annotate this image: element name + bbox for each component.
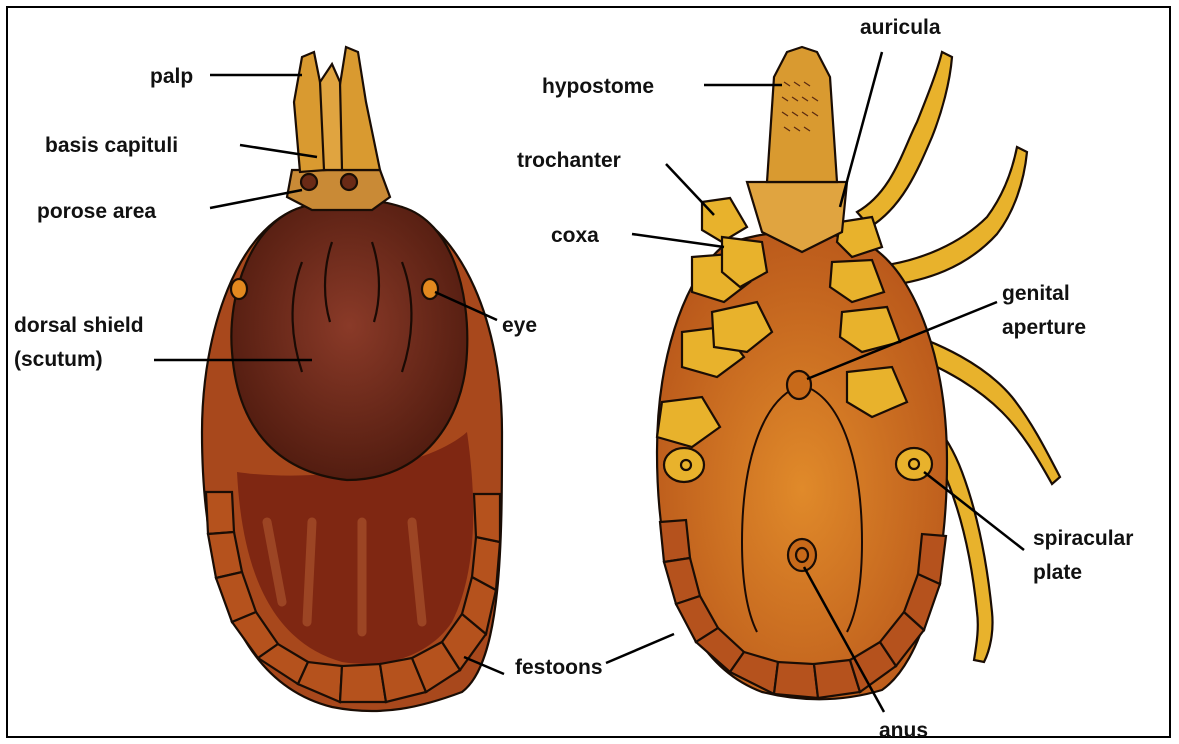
label-palp: palp (150, 65, 193, 88)
spiracular-plate-left (664, 448, 704, 482)
tick-anatomy-diagram: palp basis capituli porose area dorsal s… (8, 8, 1173, 740)
leader-trochanter (666, 164, 714, 215)
label-trochanter: trochanter (517, 149, 621, 172)
hypostome (767, 47, 837, 182)
label-basis-capituli: basis capituli (45, 134, 178, 157)
label-aperture: aperture (1002, 316, 1086, 339)
porose-area-left (301, 174, 317, 190)
label-auricula: auricula (860, 16, 941, 39)
leader-auricula (840, 52, 882, 207)
label-genital: genital (1002, 282, 1070, 305)
label-scutum: (scutum) (14, 348, 103, 371)
label-anus: anus (879, 719, 928, 740)
genital-aperture (787, 371, 811, 399)
label-hypostome: hypostome (542, 75, 654, 98)
label-plate: plate (1033, 561, 1082, 584)
label-dorsal-shield: dorsal shield (14, 314, 144, 337)
leader-festoons-ventral (606, 634, 674, 663)
hypostome-dorsal (320, 64, 342, 170)
leg-1 (857, 52, 952, 227)
eye-right (422, 279, 438, 299)
label-coxa: coxa (551, 224, 599, 247)
label-eye: eye (502, 314, 537, 337)
label-porose-area: porose area (37, 200, 156, 223)
label-spiracular: spiracular (1033, 527, 1133, 550)
label-festoons: festoons (515, 656, 603, 679)
leader-porose-area (210, 190, 302, 208)
eye-left (231, 279, 247, 299)
ventral-view (657, 47, 1060, 699)
porose-area-right (341, 174, 357, 190)
palp-right (338, 47, 380, 170)
diagram-frame: palp basis capituli porose area dorsal s… (6, 6, 1171, 738)
dorsal-shield (231, 200, 467, 481)
anus-shape (788, 539, 816, 571)
